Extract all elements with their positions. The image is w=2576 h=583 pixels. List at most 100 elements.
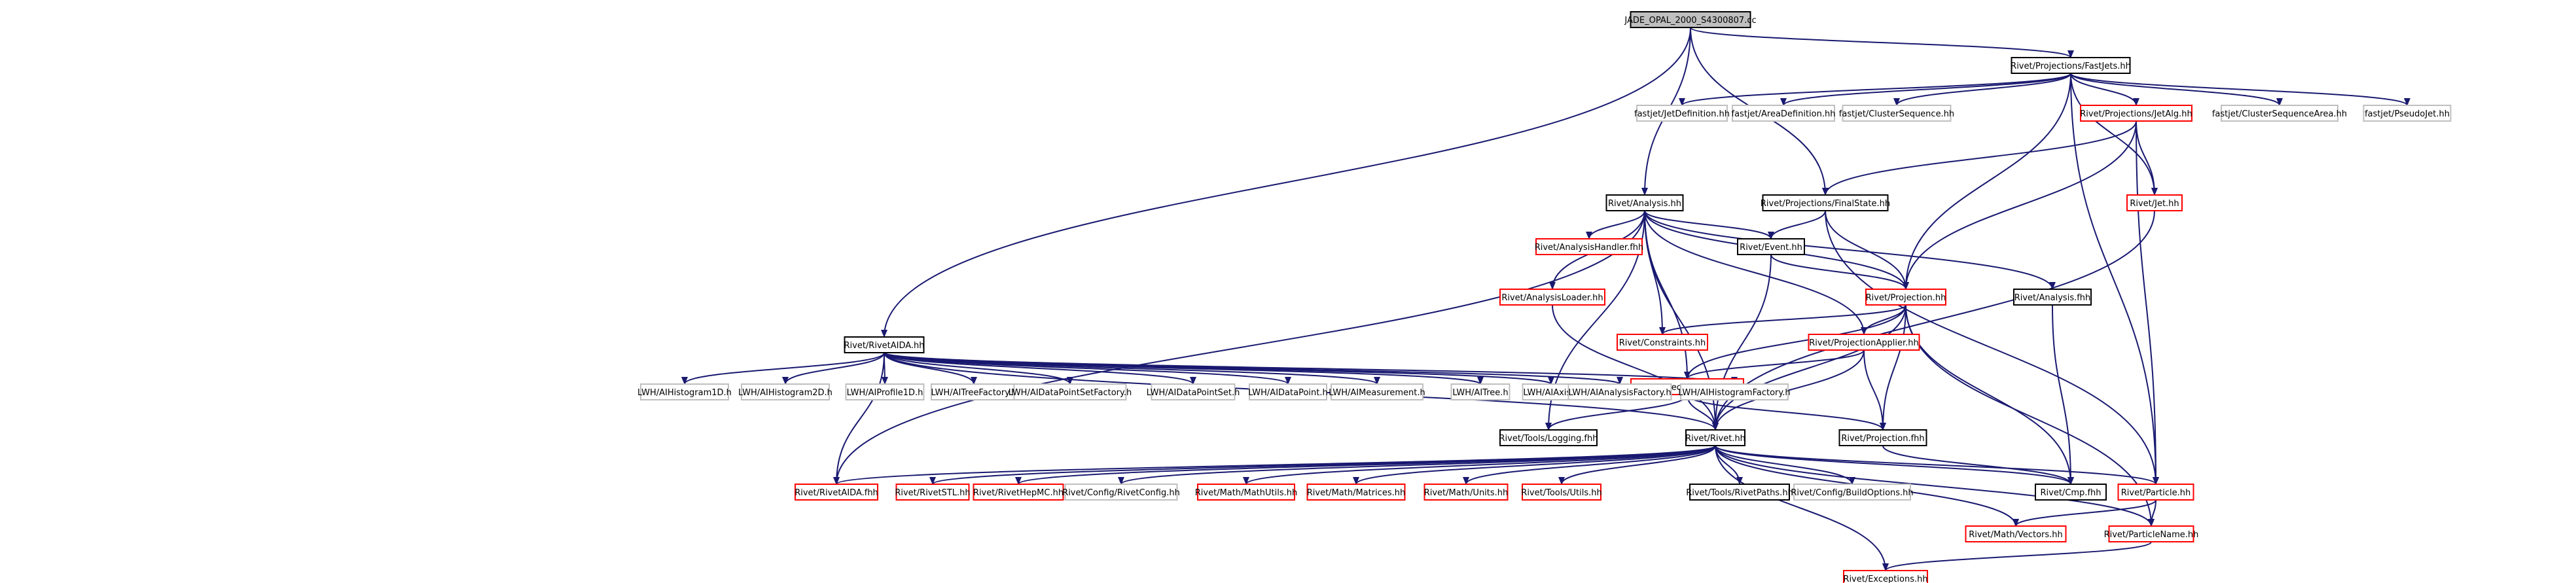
node-box-logging[interactable] <box>1499 429 1598 446</box>
node-box-pname[interactable] <box>2108 525 2194 542</box>
node-box-clusterseq[interactable] <box>1842 105 1952 122</box>
node-box-cmp[interactable] <box>2035 484 2107 501</box>
node-aidafhh[interactable]: Rivet/RivetAIDA.fhh <box>795 484 878 501</box>
node-box-areadef[interactable] <box>1732 105 1835 122</box>
node-csarea[interactable]: fastjet/ClusterSequenceArea.hh <box>2212 105 2347 122</box>
node-box-aidafhh[interactable] <box>795 484 878 501</box>
node-box-analoader[interactable] <box>1499 289 1605 306</box>
node-box-units[interactable] <box>1423 484 1509 501</box>
node-box-csarea[interactable] <box>2221 105 2338 122</box>
node-paths[interactable]: Rivet/Tools/RivetPaths.hh <box>1686 484 1793 501</box>
node-label-h2d: LWH/AIHistogram2D.h <box>738 388 832 398</box>
node-box-constraints[interactable] <box>1617 334 1708 351</box>
node-box-dpsfac[interactable] <box>1013 383 1127 400</box>
node-box-rivet[interactable] <box>1685 429 1745 446</box>
node-box-projection[interactable] <box>1865 289 1946 306</box>
node-fastjets[interactable]: Rivet/Projections/FastJets.hh <box>2011 57 2131 74</box>
edge-analysis-to-projhandler <box>1644 210 1690 380</box>
node-projfhh[interactable]: Rivet/Projection.fhh <box>1838 429 1927 446</box>
node-box-anahandler[interactable] <box>1535 238 1643 255</box>
node-box-hepmc[interactable] <box>973 484 1064 501</box>
node-box-histfac[interactable] <box>1680 383 1789 400</box>
node-box-analysis[interactable] <box>1605 194 1684 211</box>
node-anafac[interactable]: LWH/AIAnalysisFactory.h <box>1567 383 1672 400</box>
node-box-finalstate[interactable] <box>1762 194 1889 211</box>
node-vectors[interactable]: Rivet/Math/Vectors.hh <box>1965 525 2067 542</box>
node-box-root[interactable] <box>1630 11 1751 28</box>
node-projapplier[interactable]: Rivet/ProjectionApplier.hh <box>1808 334 1920 351</box>
node-anahandler[interactable]: Rivet/AnalysisHandler.fhh <box>1535 238 1644 255</box>
node-projection[interactable]: Rivet/Projection.hh <box>1865 289 1946 306</box>
node-box-pseudojet[interactable] <box>2363 105 2452 122</box>
node-box-stl[interactable] <box>895 484 970 501</box>
node-h2d[interactable]: LWH/AIHistogram2D.h <box>738 383 832 400</box>
node-stl[interactable]: Rivet/RivetSTL.hh <box>895 484 971 501</box>
node-box-h1d[interactable] <box>640 383 729 400</box>
node-analysisfhh[interactable]: Rivet/Analysis.fhh <box>2013 289 2092 306</box>
node-units[interactable]: Rivet/Math/Units.hh <box>1423 484 1509 501</box>
node-exceptions[interactable]: Rivet/Exceptions.hh <box>1843 570 1928 583</box>
node-box-meas[interactable] <box>1331 383 1423 400</box>
node-root[interactable]: JADE_OPAL_2000_S4300807.cc <box>1624 11 1757 28</box>
node-rivet[interactable]: Rivet/Rivet.hh <box>1685 429 1745 446</box>
node-config[interactable]: Rivet/Config/RivetConfig.hh <box>1062 484 1180 501</box>
node-logging[interactable]: Rivet/Tools/Logging.fhh <box>1499 429 1598 446</box>
node-box-projfhh[interactable] <box>1838 429 1927 446</box>
node-box-tree[interactable] <box>1450 383 1511 400</box>
node-analysis[interactable]: Rivet/Analysis.hh <box>1605 194 1684 211</box>
node-clusterseq[interactable]: fastjet/ClusterSequence.hh <box>1839 105 1954 122</box>
node-box-p1d[interactable] <box>845 383 925 400</box>
node-box-analysisfhh[interactable] <box>2013 289 2092 306</box>
node-rivetaida[interactable]: Rivet/RivetAIDA.hh <box>844 336 925 353</box>
node-jetalg[interactable]: Rivet/Projections/JetAlg.hh <box>2080 105 2192 122</box>
node-box-jet[interactable] <box>2126 194 2183 211</box>
node-jetdef[interactable]: fastjet/JetDefinition.hh <box>1634 105 1730 122</box>
node-box-anafac[interactable] <box>1567 383 1672 400</box>
node-event[interactable]: Rivet/Event.hh <box>1737 238 1805 255</box>
node-box-config[interactable] <box>1064 484 1178 501</box>
node-box-utils[interactable] <box>1522 484 1601 501</box>
node-dps[interactable]: LWH/AIDataPointSet.h <box>1147 383 1240 400</box>
node-histfac[interactable]: LWH/AIHistogramFactory.h <box>1678 383 1791 400</box>
node-box-treefac[interactable] <box>931 383 1017 400</box>
node-cmp[interactable]: Rivet/Cmp.fhh <box>2035 484 2107 501</box>
node-box-buildopts[interactable] <box>1793 484 1911 501</box>
node-meas[interactable]: LWH/AIMeasurement.h <box>1329 383 1425 400</box>
node-box-dp[interactable] <box>1249 383 1327 400</box>
node-box-mathutils[interactable] <box>1197 484 1295 501</box>
node-constraints[interactable]: Rivet/Constraints.hh <box>1617 334 1708 351</box>
edge-particle-to-vectors <box>2012 499 2156 527</box>
node-pname[interactable]: Rivet/ParticleName.hh <box>2104 525 2199 542</box>
node-treefac[interactable]: LWH/AITreeFactory.h <box>931 383 1017 400</box>
node-box-exceptions[interactable] <box>1843 570 1928 583</box>
node-box-h2d[interactable] <box>741 383 830 400</box>
node-box-fastjets[interactable] <box>2011 57 2131 74</box>
node-box-rivetaida[interactable] <box>844 336 925 353</box>
node-box-jetalg[interactable] <box>2080 105 2192 122</box>
dependency-edges <box>681 27 2410 571</box>
node-dpsfac[interactable]: LWH/AIDataPointSetFactory.h <box>1009 383 1132 400</box>
node-box-dps[interactable] <box>1151 383 1236 400</box>
node-h1d[interactable]: LWH/AIHistogram1D.h <box>637 383 732 400</box>
node-analoader[interactable]: Rivet/AnalysisLoader.hh <box>1499 289 1605 306</box>
node-p1d[interactable]: LWH/AIProfile1D.h <box>845 383 925 400</box>
node-hepmc[interactable]: Rivet/RivetHepMC.hh <box>973 484 1064 501</box>
node-finalstate[interactable]: Rivet/Projections/FinalState.hh <box>1761 194 1890 211</box>
node-mathutils[interactable]: Rivet/Math/MathUtils.hh <box>1195 484 1297 501</box>
node-box-event[interactable] <box>1737 238 1805 255</box>
node-box-particle[interactable] <box>2117 484 2194 501</box>
node-particle[interactable]: Rivet/Particle.hh <box>2117 484 2194 501</box>
node-matrices[interactable]: Rivet/Math/Matrices.hh <box>1306 484 1406 501</box>
node-box-jetdef[interactable] <box>1636 105 1728 122</box>
node-utils[interactable]: Rivet/Tools/Utils.hh <box>1521 484 1602 501</box>
node-jet[interactable]: Rivet/Jet.hh <box>2126 194 2183 211</box>
node-box-vectors[interactable] <box>1965 525 2067 542</box>
node-box-projapplier[interactable] <box>1808 334 1920 351</box>
node-tree[interactable]: LWH/AITree.h <box>1450 383 1511 400</box>
node-dp[interactable]: LWH/AIDataPoint.h <box>1248 383 1328 400</box>
node-box-matrices[interactable] <box>1306 484 1406 501</box>
node-box-paths[interactable] <box>1689 484 1790 501</box>
node-areadef[interactable]: fastjet/AreaDefinition.hh <box>1732 105 1836 122</box>
node-buildopts[interactable]: Rivet/Config/BuildOptions.hh <box>1791 484 1914 501</box>
node-pseudojet[interactable]: fastjet/PseudoJet.hh <box>2363 105 2452 122</box>
